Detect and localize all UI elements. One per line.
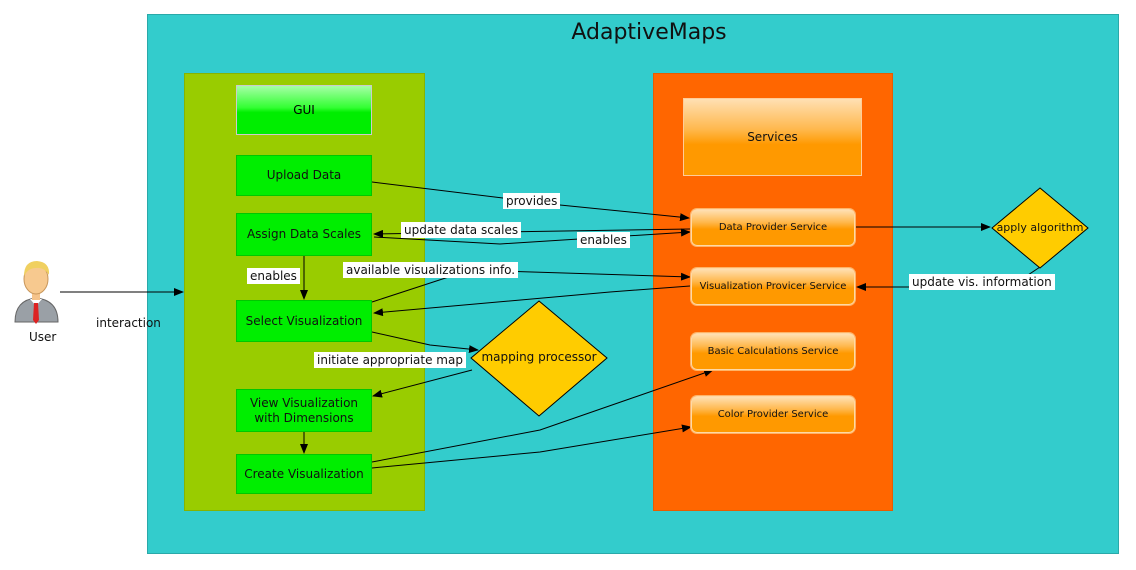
enables-flow-label: enables	[247, 268, 300, 284]
available-visualizations-label: available visualizations info.	[343, 262, 519, 278]
select-visualization-box[interactable]: Select Visualization	[236, 300, 372, 342]
initiate-appropriate-map-label: initiate appropriate map	[314, 352, 466, 368]
diagram-title: AdaptiveMaps	[571, 20, 727, 45]
apply-algorithm-label: apply algorithm	[996, 221, 1084, 234]
mapping-processor-diamond	[470, 300, 608, 417]
edge-to-mapping	[371, 331, 479, 354]
edge-vis-return	[373, 285, 691, 317]
apply-algorithm-diamond	[991, 187, 1089, 269]
assign-data-scales-label: Assign Data Scales	[246, 227, 362, 241]
create-visualization-label: Create Visualization	[244, 466, 364, 481]
user-label: User	[29, 330, 57, 344]
view-visualization-box[interactable]: View Visualization with Dimensions	[236, 389, 372, 432]
edge-to-basic	[371, 369, 714, 463]
upload-data-label: Upload Data	[266, 168, 342, 182]
view-visualization-label-1: View Visualization	[249, 395, 359, 410]
update-vis-information-label: update vis. information	[909, 274, 1055, 290]
visualization-provider-service-box[interactable]: Visualization Provicer Service	[691, 268, 855, 305]
gui-header: GUI	[236, 85, 372, 135]
interaction-label: interaction	[96, 316, 161, 330]
upload-data-box[interactable]: Upload Data	[236, 155, 372, 196]
visualization-provider-service-label: Visualization Provicer Service	[699, 281, 847, 292]
provides-label: provides	[503, 193, 561, 209]
edge-to-color	[371, 424, 692, 469]
update-data-scales-label: update data scales	[401, 222, 522, 238]
basic-calculations-service-box[interactable]: Basic Calculations Service	[691, 333, 855, 370]
data-provider-service-label: Data Provider Service	[718, 222, 828, 233]
color-provider-service-box[interactable]: Color Provider Service	[691, 396, 855, 433]
services-header-label: Services	[747, 130, 798, 144]
view-visualization-label-2: with Dimensions	[254, 410, 354, 425]
mapping-processor-label: mapping processor	[481, 350, 597, 364]
select-visualization-label: Select Visualization	[245, 313, 363, 328]
edge-initiate-map	[372, 369, 473, 398]
create-visualization-box[interactable]: Create Visualization	[236, 454, 372, 494]
gui-header-label: GUI	[293, 103, 315, 117]
basic-calculations-service-label: Basic Calculations Service	[707, 346, 839, 357]
services-header: Services	[683, 98, 862, 176]
color-provider-service-label: Color Provider Service	[717, 409, 829, 420]
user-icon	[14, 261, 59, 324]
data-provider-service-box[interactable]: Data Provider Service	[691, 209, 855, 246]
enables-service-label: enables	[577, 232, 630, 248]
assign-data-scales-box[interactable]: Assign Data Scales	[236, 213, 372, 256]
